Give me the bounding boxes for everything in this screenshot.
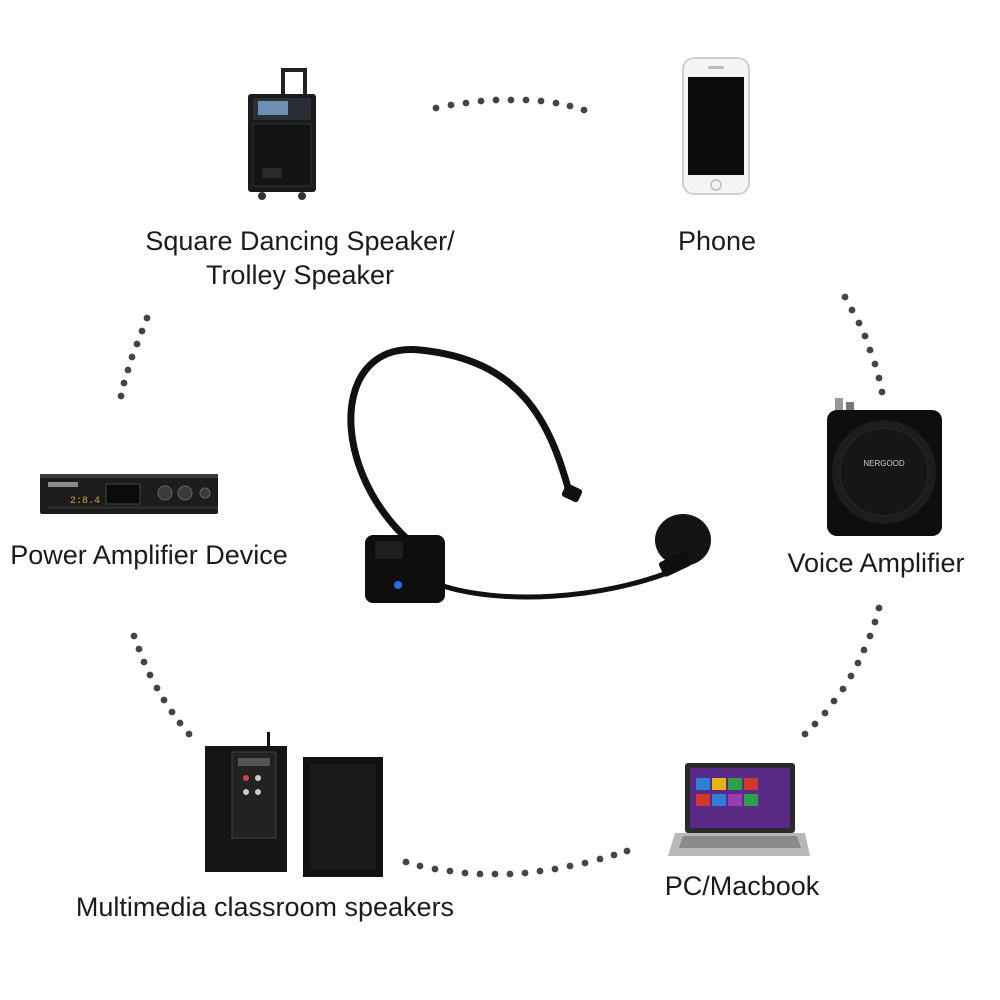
phone-label: Phone [677, 226, 757, 256]
amp-display: 2:8.4 [70, 496, 100, 507]
trolley-speaker-label-line1: Square Dancing Speaker/ [145, 226, 455, 256]
dots-left-lower [130, 632, 193, 738]
trolley-speaker-label-line2: Trolley Speaker [205, 260, 395, 290]
pc-label: PC/Macbook [664, 871, 820, 901]
power-amplifier-label: Power Amplifier Device [10, 540, 288, 570]
dots-bottom [402, 847, 631, 878]
trolley-speaker-label: Square Dancing Speaker/ Trolley Speaker [130, 224, 470, 292]
dots-right-upper [841, 293, 886, 396]
dots-left-upper [117, 314, 151, 400]
dots-right-lower [801, 604, 883, 738]
voice-amp-brand: NERGOOD [863, 459, 905, 468]
voice-amplifier-label: Voice Amplifier [787, 548, 965, 578]
classroom-speakers-label: Multimedia classroom speakers [75, 892, 455, 922]
dots-top [432, 96, 588, 114]
